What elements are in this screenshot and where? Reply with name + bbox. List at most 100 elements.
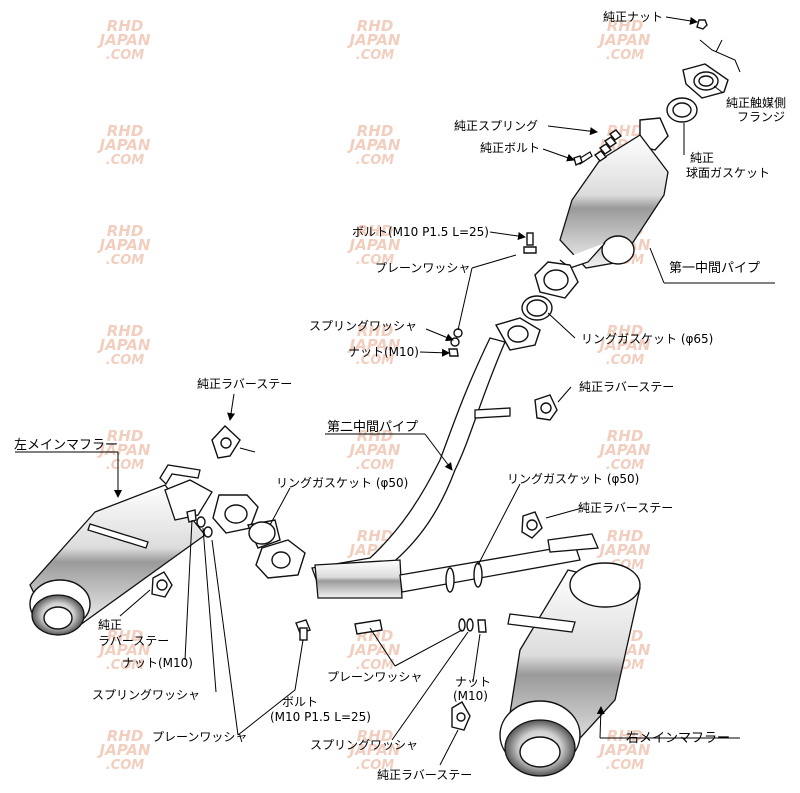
rubber-stay-bottom	[451, 701, 471, 731]
leader-lines	[15, 16, 775, 766]
svg-text:JAPAN: JAPAN	[597, 441, 651, 459]
label-plain-washer-left: プレーンワッシャ	[152, 730, 247, 744]
svg-text:.COM: .COM	[356, 758, 395, 773]
label-oem-bolt: 純正ボルト	[480, 141, 540, 155]
oem-spherical-gasket	[666, 97, 698, 123]
svg-text:JAPAN: JAPAN	[347, 236, 401, 254]
svg-text:JAPAN: JAPAN	[347, 31, 401, 49]
label-plain-washer-top: プレーンワッシャ	[375, 261, 470, 275]
rubber-stay-right	[521, 511, 543, 539]
svg-text:JAPAN: JAPAN	[97, 441, 151, 459]
second-mid-pipe	[255, 317, 541, 599]
svg-text:.COM: .COM	[106, 253, 145, 268]
first-mid-pipe	[534, 117, 669, 299]
svg-text:RHD: RHD	[107, 627, 144, 645]
label-nut-top: ナット(M10)	[348, 345, 419, 359]
label-bolt-bottom-2: (M10 P1.5 L=25)	[270, 710, 371, 724]
svg-text:.COM: .COM	[106, 658, 145, 673]
rubber-stay-mid	[534, 394, 558, 421]
oem-spring-and-bolt	[573, 129, 623, 167]
left-main-muffler	[29, 464, 281, 636]
svg-text:.COM: .COM	[356, 153, 395, 168]
label-second-mid-pipe: 第二中間パイプ	[327, 420, 418, 435]
rubber-stay-left-top	[211, 425, 241, 459]
label-nut-right-1: ナット	[455, 675, 491, 689]
svg-text:.COM: .COM	[106, 353, 145, 368]
svg-text:RHD: RHD	[357, 727, 394, 745]
label-oem-rubber-stay-left: 純正ラバーステー	[197, 377, 292, 391]
svg-text:.COM: .COM	[106, 758, 145, 773]
svg-text:RHD: RHD	[357, 427, 394, 445]
label-oem-spherical-gasket-2: 球面ガスケット	[686, 166, 770, 180]
label-oem-spring: 純正スプリング	[454, 119, 538, 133]
svg-text:.COM: .COM	[356, 48, 395, 63]
svg-text:RHD: RHD	[607, 427, 644, 445]
label-bolt-bottom-1: ボルト	[282, 695, 318, 709]
svg-text:JAPAN: JAPAN	[347, 136, 401, 154]
svg-text:RHD: RHD	[357, 322, 394, 340]
svg-text:JAPAN: JAPAN	[597, 741, 651, 759]
bolt-bottom	[295, 619, 311, 641]
label-ring-gasket-50-left: リングガスケット (φ50)	[276, 476, 408, 490]
svg-text:RHD: RHD	[607, 727, 644, 745]
svg-text:.COM: .COM	[606, 458, 645, 473]
svg-text:RHD: RHD	[607, 17, 644, 35]
label-plain-washer-bottom: プレーンワッシャ	[327, 670, 422, 684]
label-oem-spherical-gasket-1: 純正	[690, 151, 714, 165]
svg-text:JAPAN: JAPAN	[597, 31, 651, 49]
bolt-bottom-right	[354, 619, 383, 635]
svg-text:RHD: RHD	[107, 17, 144, 35]
tail-pipe-right	[399, 533, 599, 593]
svg-text:.COM: .COM	[606, 48, 645, 63]
svg-text:.COM: .COM	[356, 458, 395, 473]
svg-text:.COM: .COM	[606, 758, 645, 773]
label-ring-gasket-50-right: リングガスケット (φ50)	[507, 472, 639, 486]
label-oem-rubber-stay-right: 純正ラバーステー	[578, 501, 673, 515]
label-oem-catalyst-flange-2: フランジ	[737, 110, 785, 124]
svg-text:JAPAN: JAPAN	[597, 336, 651, 354]
svg-text:RHD: RHD	[107, 122, 144, 140]
label-bolt-top: ボルト(M10 P1.5 L=25)	[352, 225, 489, 239]
label-oem-nut: 純正ナット	[603, 10, 663, 24]
svg-text:JAPAN: JAPAN	[97, 336, 151, 354]
svg-text:RHD: RHD	[607, 322, 644, 340]
label-spring-washer-top: スプリングワッシャ	[309, 319, 417, 333]
label-left-main-muffler: 左メインマフラー	[14, 438, 118, 453]
svg-text:JAPAN: JAPAN	[97, 741, 151, 759]
svg-text:RHD: RHD	[357, 222, 394, 240]
oem-catalyst-flange	[682, 39, 741, 99]
svg-text:JAPAN: JAPAN	[597, 541, 651, 559]
label-oem-catalyst-flange-1: 純正触媒側	[726, 96, 786, 110]
svg-text:.COM: .COM	[106, 153, 145, 168]
svg-text:JAPAN: JAPAN	[347, 741, 401, 759]
label-ring-gasket-65: リングガスケット (φ65)	[581, 332, 713, 346]
svg-text:.COM: .COM	[356, 253, 395, 268]
svg-text:RHD: RHD	[607, 527, 644, 545]
svg-text:.COM: .COM	[106, 48, 145, 63]
label-oem-rubber-stay-lower-left-1: 純正	[98, 618, 122, 632]
label-oem-rubber-stay-mid: 純正ラバーステー	[579, 380, 674, 394]
rubber-stay-lower-left	[151, 571, 173, 598]
bolt-top	[523, 232, 537, 254]
svg-text:RHD: RHD	[107, 322, 144, 340]
label-oem-rubber-stay-lower-left-2: ラバーステー	[98, 634, 169, 648]
svg-text:RHD: RHD	[357, 17, 394, 35]
svg-text:RHD: RHD	[107, 222, 144, 240]
svg-text:.COM: .COM	[356, 353, 395, 368]
